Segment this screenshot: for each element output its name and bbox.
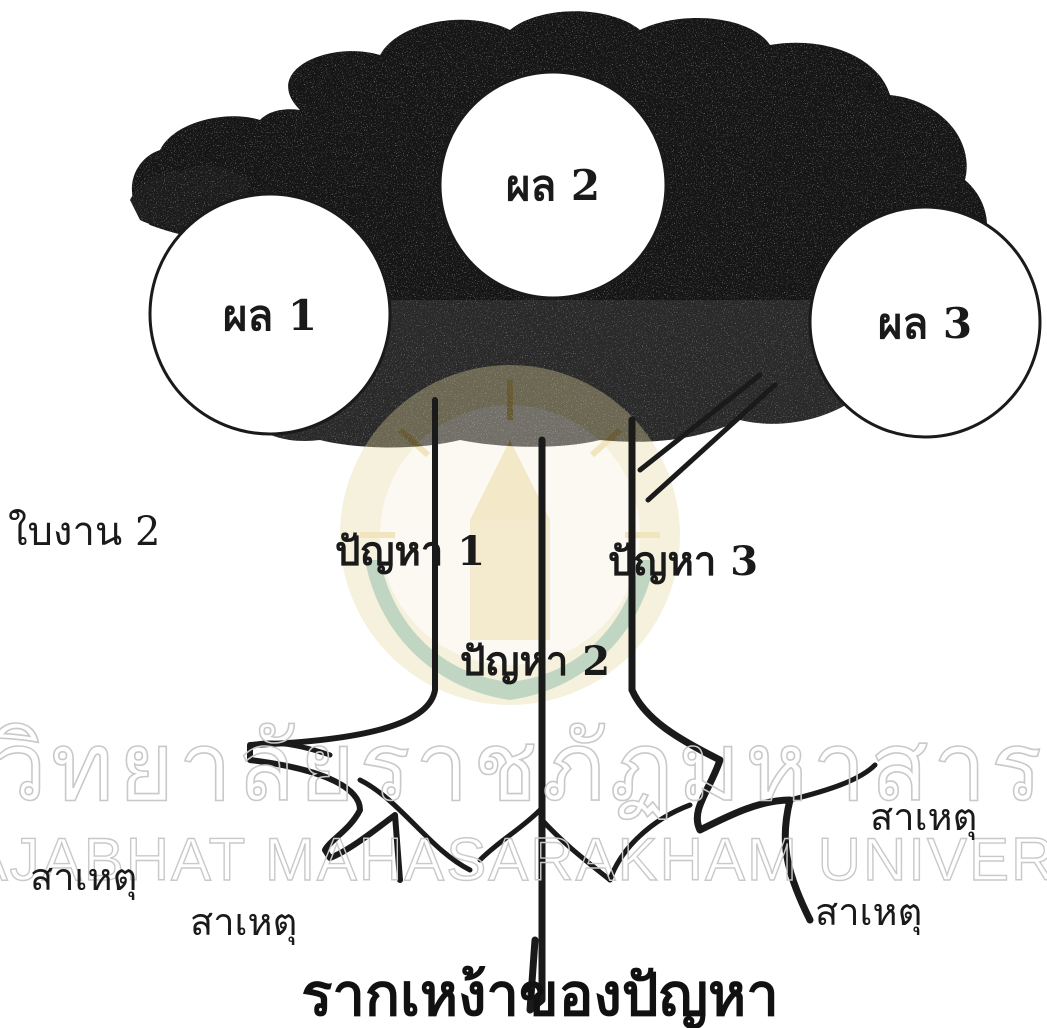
cause-label-1: สาเหตุ [30, 855, 137, 900]
worksheet-label: ใบงาน 2 [8, 508, 160, 555]
fruit-2-label: ผล 2 [506, 161, 600, 210]
fruit-2: ผล 2 [440, 72, 666, 298]
problem-1-label: ปัญหา 1 [335, 528, 485, 575]
fruit-3-label: ผล 3 [878, 299, 972, 348]
fruit-1: ผล 1 [150, 194, 390, 434]
cause-label-2: สาเหตุ [190, 900, 297, 945]
fruit-3: ผล 3 [810, 207, 1040, 437]
diagram-title: รากเหง้าของปัญหา [301, 961, 779, 1028]
cause-label-4: สาเหตุ [815, 890, 922, 935]
fruit-1-label: ผล 1 [223, 291, 317, 340]
problem-3-label: ปัญหา 3 [608, 538, 758, 585]
problem-2-label: ปัญหา 2 [460, 638, 610, 685]
cause-label-3: สาเหตุ [870, 795, 977, 840]
